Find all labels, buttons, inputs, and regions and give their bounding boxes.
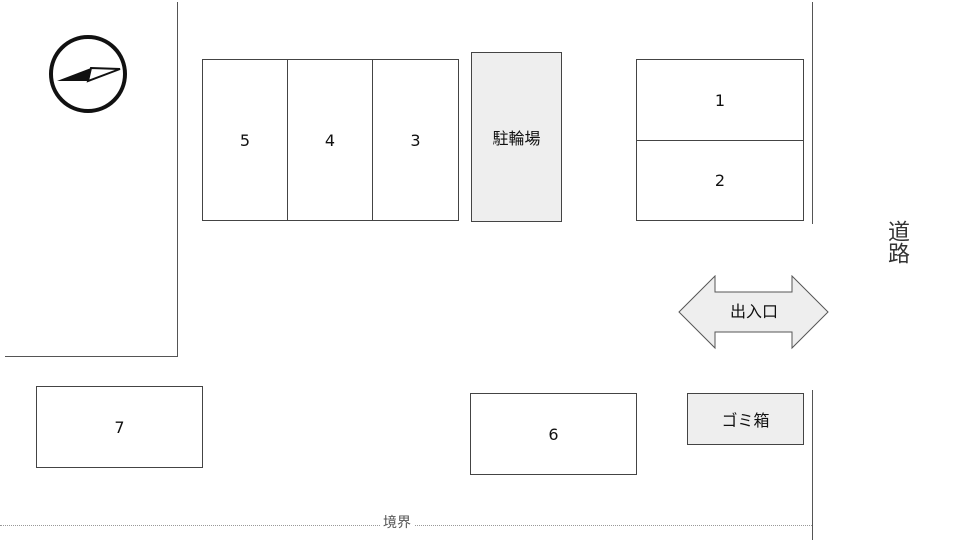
garbage-box-area: ゴミ箱 [687,393,804,445]
parking-space-6-label: 6 [548,424,559,444]
parking-space-7: 7 [36,386,203,468]
left-wall-horizontal [5,356,178,357]
parking-space-1-label: 1 [714,90,726,110]
parking-space-3: 3 [372,59,459,221]
parking-space-5: 5 [202,59,288,221]
bicycle-parking-label: 駐輪場 [492,129,541,148]
entrance-double-arrow-icon [678,275,829,350]
parking-space-4: 4 [287,59,373,221]
bicycle-parking-area: 駐輪場 [471,52,562,222]
parking-space-3-label: 3 [410,130,421,150]
parking-space-6: 6 [470,393,637,475]
road-label: 道路 [884,220,909,264]
road-edge-upper [812,2,813,224]
parking-space-4-label: 4 [324,130,336,150]
parking-space-5-label: 5 [239,130,251,150]
parking-space-2: 2 [636,140,804,221]
garbage-box-label: ゴミ箱 [721,411,770,430]
parking-space-1: 1 [636,59,804,141]
entrance-exit-label: 出入口 [729,302,778,321]
parking-space-7-label: 7 [114,417,125,437]
road-edge-lower [812,390,813,540]
left-wall-vertical [177,2,178,357]
north-compass-icon [49,35,127,113]
parking-space-2-label: 2 [714,171,726,190]
boundary-label: 境界 [380,514,414,532]
